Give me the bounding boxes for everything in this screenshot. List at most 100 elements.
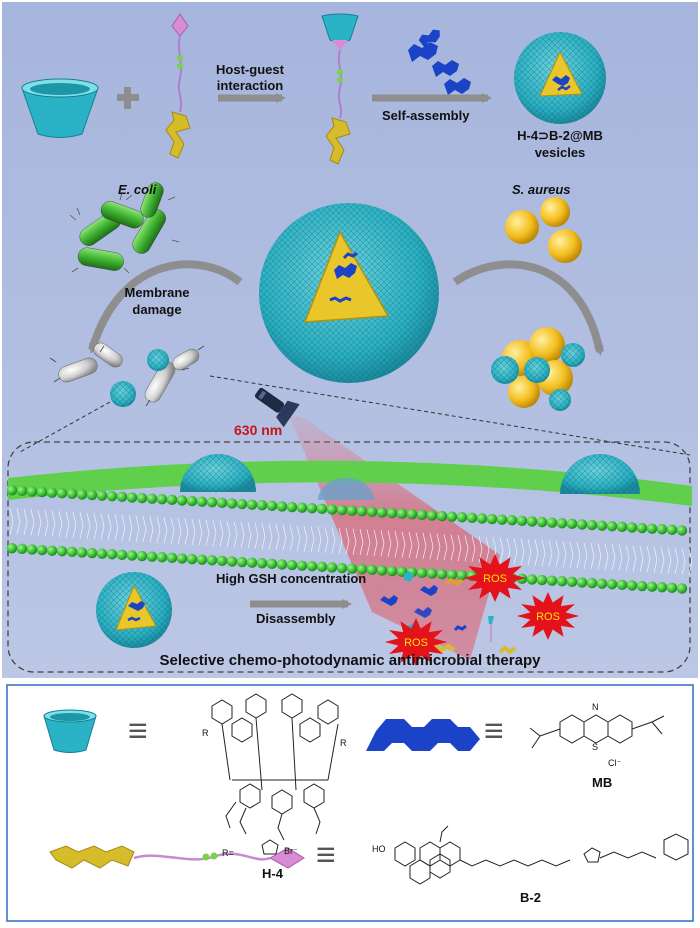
lipid-head-bottom: [66, 546, 78, 558]
mb-n-label: N: [592, 702, 599, 712]
lipid-head-bottom: [206, 555, 218, 566]
lipid-head-top: [226, 498, 238, 509]
ros-burst-icon: [516, 592, 580, 640]
lipid-head-bottom: [666, 582, 678, 594]
mb-s-label: S: [592, 742, 599, 752]
lipid-bilayer: [6, 460, 693, 594]
lipid-head-bottom: [106, 549, 118, 560]
h4-label: H-4: [262, 866, 283, 881]
lipid-head-bottom: [336, 562, 348, 574]
lipid-head-bottom: [156, 552, 168, 563]
gsh-label: High GSH concentration: [216, 571, 367, 586]
lipid-head-top: [576, 519, 588, 530]
lipid-head-top: [666, 524, 678, 536]
lipid-head-bottom: [576, 577, 588, 588]
lipid-head-top: [306, 503, 318, 514]
disassembly-label: Disassembly: [256, 611, 336, 626]
legend-mb-icon: [366, 719, 480, 751]
lipid-head-bottom: [346, 563, 358, 574]
vesicle-top-icon: [514, 32, 606, 124]
lipid-head-top: [216, 497, 228, 509]
b2-ho-label: HO: [372, 844, 386, 854]
mb-label: MB: [592, 775, 613, 790]
lipid-head-bottom: [126, 550, 138, 561]
vesicle-label-line2: vesicles: [534, 145, 586, 160]
lipid-head-bottom: [96, 548, 108, 559]
lipid-head-bottom: [326, 562, 338, 573]
lipid-head-top: [26, 486, 38, 497]
lipid-head-bottom: [266, 558, 278, 570]
lipid-head-top: [516, 515, 528, 527]
saureus-arrow: [452, 260, 604, 356]
lipid-head-bottom: [546, 575, 558, 586]
lipid-head-bottom: [236, 556, 248, 568]
lipid-head-top: [266, 500, 278, 512]
lipid-head-top: [476, 513, 488, 524]
damaged-bacteria-icon: [49, 342, 205, 407]
lipid-head-top: [606, 521, 618, 532]
mb-molecules-icon: [408, 29, 471, 95]
lipid-head-bottom: [256, 558, 268, 569]
lipid-head-bottom: [636, 580, 648, 592]
lipid-head-top: [406, 509, 418, 520]
lipid-head-top: [416, 509, 428, 521]
lipid-head-top: [156, 494, 168, 505]
lipid-head-top: [336, 504, 348, 516]
lipid-head-bottom: [246, 557, 258, 568]
lipid-head-bottom: [86, 547, 98, 559]
lipid-head-top: [6, 485, 18, 496]
ros-label: ROS: [483, 573, 507, 585]
lipid-head-bottom: [366, 564, 378, 576]
lipid-head-top: [146, 493, 158, 504]
lipid-head-top: [556, 518, 568, 529]
lipid-head-top: [426, 510, 438, 521]
lipid-head-bottom: [646, 581, 658, 592]
lipid-head-top: [236, 498, 248, 510]
lipid-tails: [9, 508, 693, 575]
lipid-head-bottom: [306, 561, 318, 572]
lipid-head-bottom: [536, 574, 548, 586]
lipid-head-top: [616, 521, 628, 533]
lipid-head-top: [316, 503, 328, 515]
lipid-head-bottom: [296, 560, 308, 571]
lipid-head-bottom: [46, 545, 58, 556]
lipid-head-bottom: [226, 556, 238, 567]
lipid-head-top: [506, 515, 518, 526]
membrane-damage-line2: damage: [132, 302, 182, 317]
disassembly-vesicle-icon: [96, 572, 172, 648]
lipid-head-top: [566, 518, 578, 530]
lipid-head-top: [456, 512, 468, 523]
lipid-head-bottom: [376, 565, 388, 576]
lipid-head-top: [246, 499, 258, 510]
equiv-symbol-b2: ≡: [316, 836, 336, 874]
b2-label: B-2: [520, 890, 541, 905]
lipid-head-bottom: [286, 559, 298, 571]
plus-icon: [117, 87, 139, 109]
ros-burst-icon: [463, 554, 527, 602]
lipid-head-top: [446, 511, 458, 522]
lipid-head-bottom: [456, 570, 468, 581]
lipid-head-top: [126, 492, 138, 503]
lipid-head-bottom: [586, 577, 598, 589]
guest-b2-icon: [165, 13, 191, 159]
lipid-head-bottom: [6, 543, 18, 554]
lipid-head-top: [366, 506, 378, 518]
lipid-head-bottom: [656, 582, 668, 593]
lipid-head-top: [676, 525, 688, 536]
lipid-head-top: [96, 490, 108, 501]
lipid-head-top: [656, 524, 668, 535]
lipid-head-bottom: [606, 579, 618, 590]
saureus-label: S. aureus: [512, 182, 571, 197]
lipid-head-bottom: [526, 574, 538, 585]
lipid-head-top: [16, 485, 28, 497]
lipid-head-bottom: [166, 552, 178, 564]
lipid-head-bottom: [676, 583, 688, 594]
h4-r-def: R=: [222, 848, 234, 858]
flashlight-icon: [254, 387, 300, 428]
lipid-head-bottom: [416, 567, 428, 579]
lipid-head-top: [166, 494, 178, 506]
lipid-head-top: [106, 491, 118, 502]
lipid-head-top: [286, 501, 298, 513]
lipid-head-bottom: [316, 561, 328, 573]
lipid-head-top: [276, 501, 288, 512]
